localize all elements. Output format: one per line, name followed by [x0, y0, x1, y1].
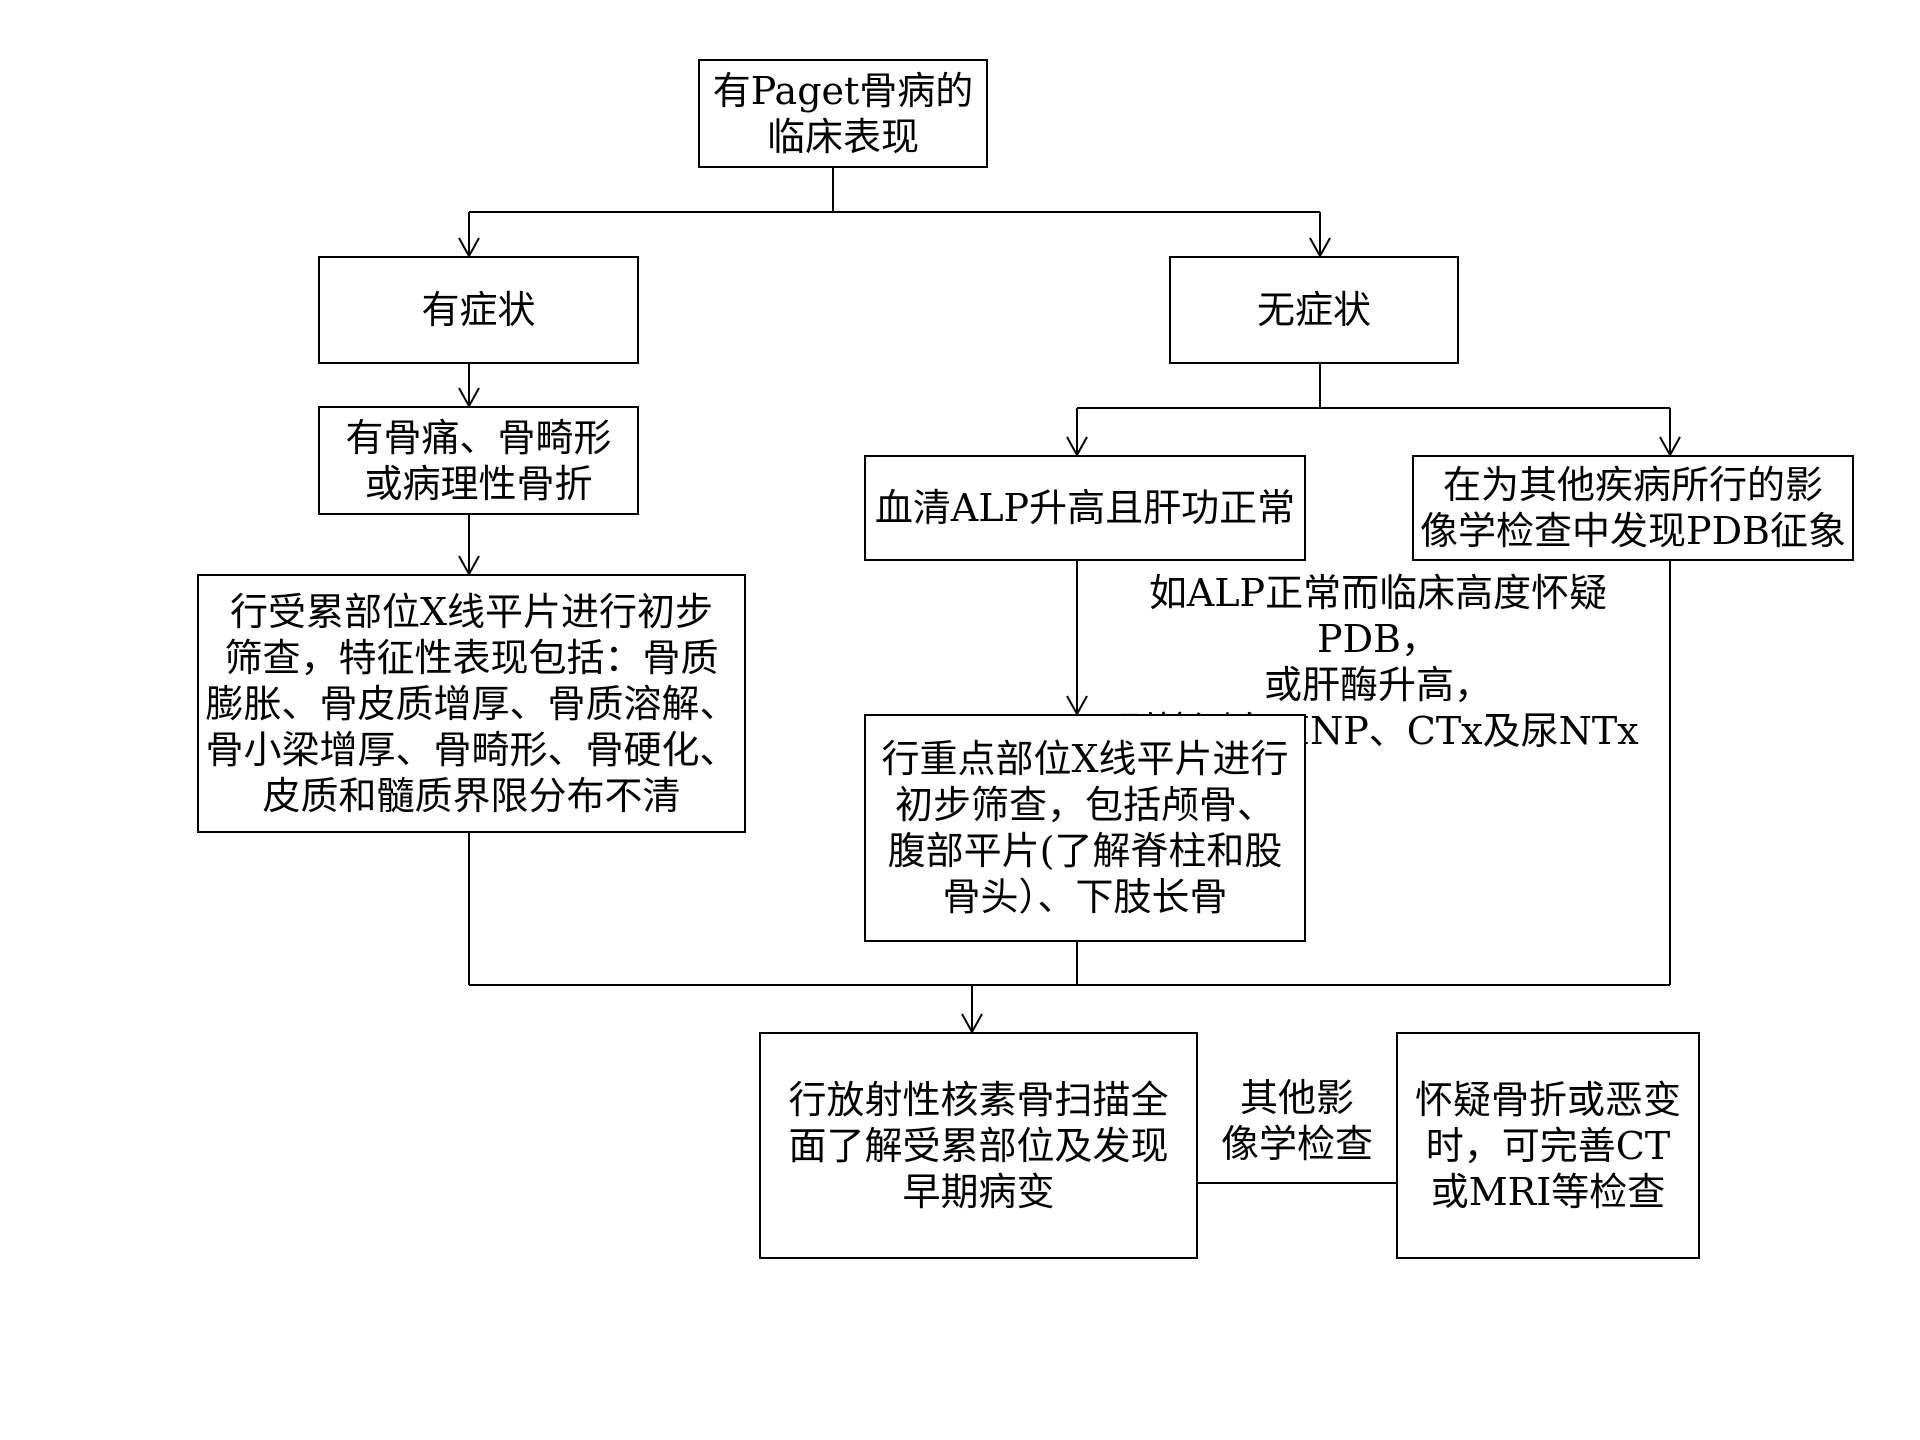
node-start: 有Paget骨病的 临床表现 — [698, 59, 988, 168]
node-ct-mri-text: 怀疑骨折或恶变 时，可完善CT 或MRI等检查 — [1414, 1077, 1681, 1214]
node-bone-pain-text: 有骨痛、骨畸形 或病理性骨折 — [345, 415, 612, 506]
node-bone-scan: 行放射性核素骨扫描全 面了解受累部位及发现 早期病变 — [759, 1032, 1198, 1259]
node-ct-mri: 怀疑骨折或恶变 时，可完善CT 或MRI等检查 — [1396, 1032, 1700, 1259]
node-xray-key-text: 行重点部位X线平片进行 初步筛查，包括颅骨、 腹部平片(了解脊柱和股 骨头）、下… — [881, 737, 1289, 919]
node-xray-key: 行重点部位X线平片进行 初步筛查，包括颅骨、 腹部平片(了解脊柱和股 骨头）、下… — [864, 714, 1306, 942]
node-symptomatic: 有症状 — [318, 256, 639, 364]
node-alp-high-text: 血清ALP升高且肝功正常 — [874, 486, 1296, 530]
node-start-text: 有Paget骨病的 临床表现 — [712, 68, 974, 159]
label-other-imaging: 其他影 像学检查 — [1220, 1076, 1373, 1166]
node-xray-affected: 行受累部位X线平片进行初步 筛查，特征性表现包括：骨质 膨胀、骨皮质增厚、骨质溶… — [197, 574, 746, 833]
node-xray-affected-text: 行受累部位X线平片进行初步 筛查，特征性表现包括：骨质 膨胀、骨皮质增厚、骨质溶… — [205, 589, 738, 818]
node-symptomatic-text: 有症状 — [421, 288, 536, 332]
node-asymptomatic-text: 无症状 — [1256, 288, 1371, 332]
node-alp-high: 血清ALP升高且肝功正常 — [864, 455, 1306, 561]
node-bone-pain: 有骨痛、骨畸形 或病理性骨折 — [318, 406, 639, 515]
node-asymptomatic: 无症状 — [1169, 256, 1459, 364]
node-imaging-found-text: 在为其他疾病所行的影 像学检查中发现PDB征象 — [1420, 463, 1846, 553]
node-bone-scan-text: 行放射性核素骨扫描全 面了解受累部位及发现 早期病变 — [788, 1077, 1169, 1214]
node-imaging-found: 在为其他疾病所行的影 像学检查中发现PDB征象 — [1412, 455, 1854, 561]
